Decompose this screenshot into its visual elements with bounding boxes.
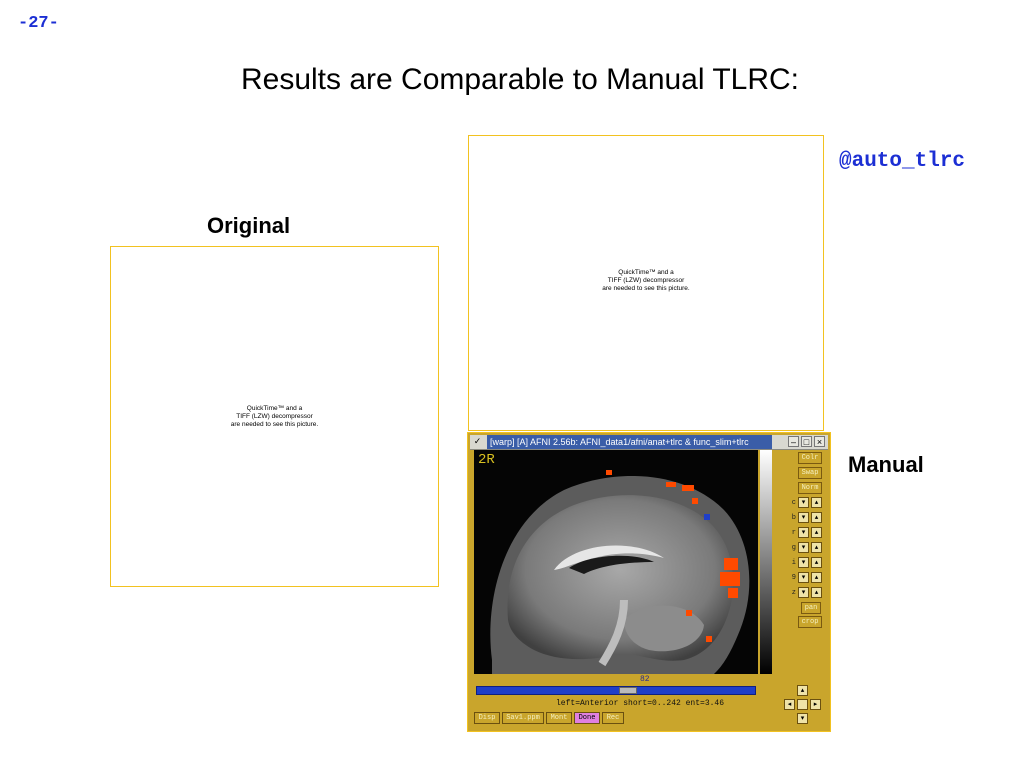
r-up-arrow-icon[interactable]: ▴ [811,527,822,538]
crop-button[interactable]: crop [798,616,822,628]
pan-button[interactable]: pan [801,602,821,614]
disp-button[interactable]: Disp [474,712,500,724]
status-readout: left=Anterior short=0..242 ent=3.46 [556,699,725,708]
side-row-b: b [791,514,796,522]
slider-thumb[interactable] [619,687,637,694]
slide-number: -27- [18,14,59,33]
window-menu-icon[interactable]: ✓ [473,436,482,446]
z-up-arrow-icon[interactable]: ▴ [811,587,822,598]
auto-tlrc-image-placeholder: QuickTime™ and a TIFF (LZW) decompressor… [468,135,824,431]
slice-number: 82 [640,675,650,684]
minimize-icon[interactable]: – [788,436,799,447]
b-down-arrow-icon[interactable]: ▾ [798,512,809,523]
c-up-arrow-icon[interactable]: ▴ [811,497,822,508]
c-down-arrow-icon[interactable]: ▾ [798,497,809,508]
norm-button[interactable]: Norm [798,482,822,494]
swap-button[interactable]: Swap [798,467,822,479]
g-up-arrow-icon[interactable]: ▴ [811,542,822,553]
i-up-arrow-icon[interactable]: ▴ [811,557,822,568]
slider-up-arrow-icon[interactable]: ▴ [797,685,808,696]
brain-image[interactable]: 2R [474,450,758,674]
placeholder-line2: TIFF (LZW) decompressor [236,413,313,420]
side-row-r: r [791,529,796,537]
nav-down-arrow-icon[interactable]: ▾ [797,713,808,724]
9-down-arrow-icon[interactable]: ▾ [798,572,809,583]
side-row-g: g [791,544,796,552]
original-image-placeholder: QuickTime™ and a TIFF (LZW) decompressor… [110,246,439,587]
mont-button[interactable]: Mont [546,712,572,724]
placeholder-line2: TIFF (LZW) decompressor [607,277,685,284]
g-down-arrow-icon[interactable]: ▾ [798,542,809,553]
side-row-i: i [791,559,796,567]
side-row-z: z [791,589,796,597]
slice-slider[interactable] [476,686,756,695]
nav-right-arrow-icon[interactable]: ▸ [810,699,821,710]
close-icon[interactable]: × [814,436,825,447]
placeholder-line1: QuickTime™ and a [246,405,303,412]
colr-button[interactable]: Colr [798,452,822,464]
placeholder-line3: are needed to see this picture. [602,285,690,292]
r-down-arrow-icon[interactable]: ▾ [798,527,809,538]
b-up-arrow-icon[interactable]: ▴ [811,512,822,523]
original-label: Original [207,213,291,238]
nav-left-arrow-icon[interactable]: ◂ [784,699,795,710]
manual-label: Manual [848,452,924,477]
auto-tlrc-label: @auto_tlrc [839,150,966,173]
gray-scale-bar [760,450,772,674]
placeholder-line1: QuickTime™ and a [618,269,674,276]
z-down-arrow-icon[interactable]: ▾ [798,587,809,598]
side-row-9: 9 [791,574,796,582]
afni-titlebar: ✓ [warp] [A] AFNI 2.56b: AFNI_data1/afni… [470,435,828,450]
i-down-arrow-icon[interactable]: ▾ [798,557,809,568]
rec-button[interactable]: Rec [602,712,624,724]
window-title: [warp] [A] AFNI 2.56b: AFNI_data1/afni/a… [487,435,772,449]
image-orientation-label: 2R [478,452,495,468]
side-row-c: c [791,499,796,507]
maximize-icon[interactable]: □ [801,436,812,447]
placeholder-line3: are needed to see this picture. [230,421,319,428]
done-button[interactable]: Done [574,712,600,724]
slide-title: Results are Comparable to Manual TLRC: [240,63,800,96]
brain-slice-graphic [474,450,758,674]
save-ppm-button[interactable]: Sav1.ppm [502,712,544,724]
nav-center-button[interactable] [797,699,808,710]
9-up-arrow-icon[interactable]: ▴ [811,572,822,583]
afni-window: ✓ [warp] [A] AFNI 2.56b: AFNI_data1/afni… [467,432,831,732]
